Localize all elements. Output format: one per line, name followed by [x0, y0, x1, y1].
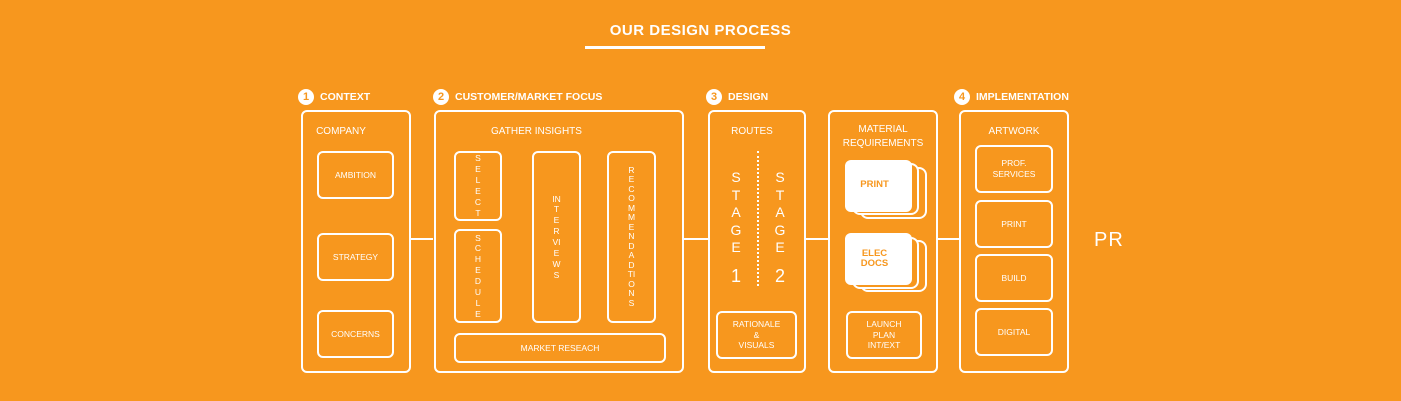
stage-1-number: 1 [730, 265, 741, 286]
stage-2-number: 2 [774, 265, 785, 286]
page-title: OUR DESIGN PROCESS [609, 22, 792, 39]
artwork-label: ARTWORK [988, 126, 1040, 137]
concerns-label: CONCERNS [331, 328, 380, 339]
strategy-label: STRATEGY [332, 251, 379, 262]
build-label: BUILD [1001, 272, 1027, 283]
connector-material-4 [938, 238, 959, 240]
rationale-visuals-box: RATIONALE & VISUALS [716, 311, 797, 359]
company-label: COMPANY [316, 126, 366, 137]
connector-1-2 [411, 238, 433, 240]
ambition-label: AMBITION [334, 169, 377, 180]
rationale-label: RATIONALE [732, 319, 781, 330]
select-label: SELECT [474, 153, 482, 218]
material-header: MATERIAL REQUIREMENTS [828, 123, 938, 150]
step-label-context: CONTEXT [320, 91, 371, 103]
elec-docs-document: ELEC DOCS [845, 233, 912, 285]
launch-plan-box: LAUNCH PLAN INT/EXT [846, 311, 922, 359]
prof-label: PROF. [1001, 158, 1027, 169]
stage-2-word: STAGE [774, 169, 786, 255]
material-label: MATERIAL [858, 124, 908, 135]
print-material-label: PRINT [860, 178, 889, 190]
market-research-label: MARKET RESEACH [520, 342, 600, 353]
pr-label: PR [1094, 229, 1124, 251]
interviews-label: INTERVIEWS [552, 193, 561, 280]
title-underline [585, 46, 765, 49]
interviews-box: INTERVIEWS [532, 151, 581, 323]
prof-services-box: PROF. SERVICES [975, 145, 1053, 193]
step-number-3: 3 [706, 89, 722, 105]
step-number-2: 2 [433, 89, 449, 105]
step-3-header: 3 DESIGN [706, 89, 768, 105]
routes-label: ROUTES [731, 126, 773, 137]
ampersand-label: & [753, 329, 760, 340]
market-research-box: MARKET RESEACH [454, 333, 666, 363]
ambition-box: AMBITION [317, 151, 394, 199]
requirements-label: REQUIREMENTS [842, 137, 924, 149]
connector-3-material [806, 238, 828, 240]
step-2-header: 2 CUSTOMER/MARKET FOCUS [433, 89, 602, 105]
schedule-label: SCHEDULE [474, 232, 482, 319]
stage-divider [757, 151, 759, 286]
step-1-header: 1 CONTEXT [298, 89, 370, 105]
concerns-box: CONCERNS [317, 310, 394, 358]
customer-panel [434, 110, 684, 373]
plan-label: PLAN [872, 329, 896, 340]
stage-2: STAGE 2 [770, 169, 790, 287]
recommendations-label: RECOMMENDADTIONS [627, 164, 636, 308]
impl-print-box: PRINT [975, 200, 1053, 248]
elec-label: ELEC [861, 247, 888, 259]
context-panel [301, 110, 411, 373]
step-number-4: 4 [954, 89, 970, 105]
material-panel [828, 110, 938, 373]
step-label-customer-market-focus: CUSTOMER/MARKET FOCUS [455, 91, 603, 103]
implementation-panel [959, 110, 1069, 373]
step-label-design: DESIGN [728, 91, 769, 103]
connector-2-3 [684, 238, 708, 240]
gather-insights-label: GATHER INSIGHTS [491, 126, 582, 137]
digital-label: DIGITAL [997, 326, 1031, 337]
step-4-header: 4 IMPLEMENTATION [954, 89, 1069, 105]
strategy-box: STRATEGY [317, 233, 394, 281]
impl-print-label: PRINT [1001, 218, 1027, 229]
build-box: BUILD [975, 254, 1053, 302]
recommendations-box: RECOMMENDADTIONS [607, 151, 656, 323]
launch-label: LAUNCH [866, 319, 902, 330]
step-label-implementation: IMPLEMENTATION [976, 91, 1069, 103]
docs-label: DOCS [860, 258, 889, 269]
int-ext-label: INT/EXT [867, 340, 901, 351]
print-document: PRINT [845, 160, 912, 212]
stage-1-word: STAGE [730, 169, 742, 255]
schedule-box: SCHEDULE [454, 229, 502, 323]
select-box: SELECT [454, 151, 502, 221]
services-label: SERVICES [992, 169, 1036, 179]
design-panel [708, 110, 806, 373]
visuals-label: VISUALS [738, 340, 775, 351]
digital-box: DIGITAL [975, 308, 1053, 356]
step-number-1: 1 [298, 89, 314, 105]
stage-1: STAGE 1 [726, 169, 746, 287]
